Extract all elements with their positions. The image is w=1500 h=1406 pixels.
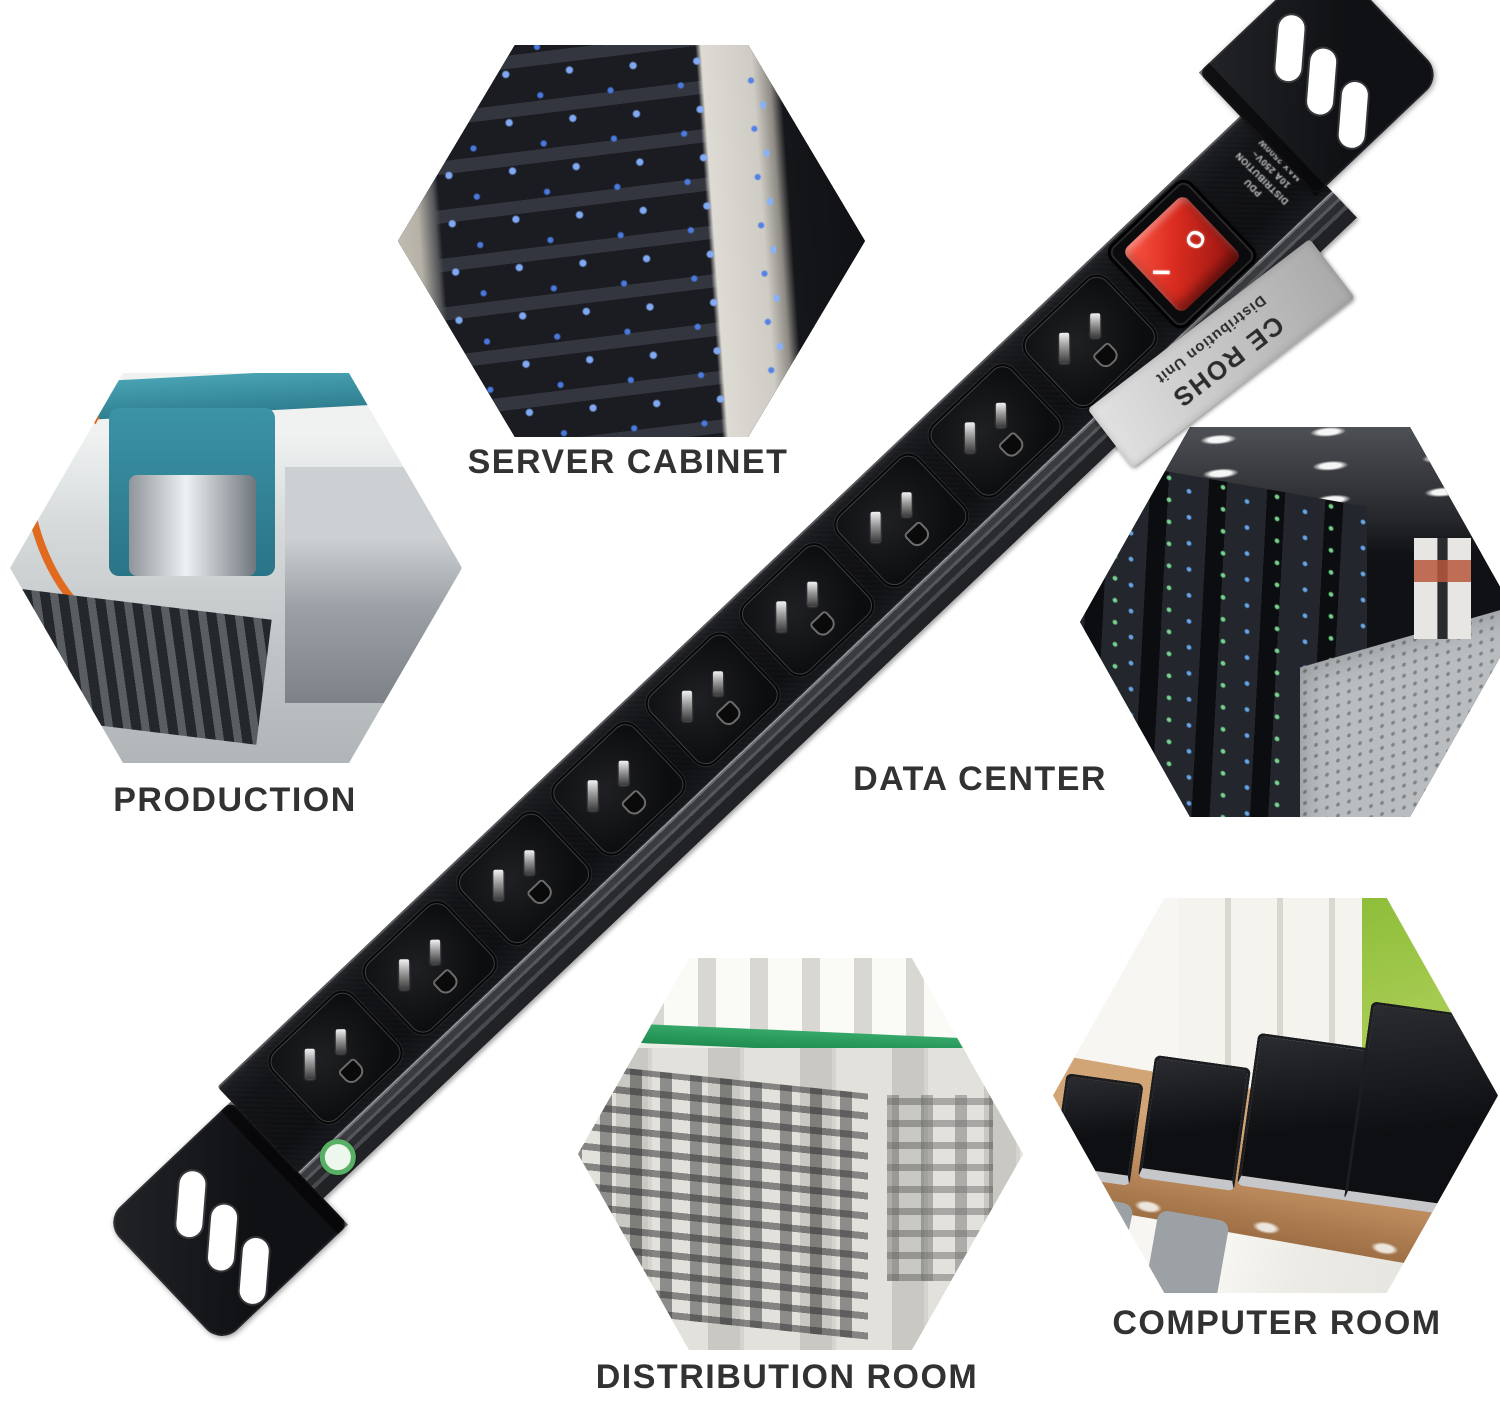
outlet-slot-neutral — [587, 780, 598, 811]
bracket-slot — [1337, 80, 1369, 149]
outlet-slot-hot — [995, 402, 1007, 427]
chair — [1055, 1192, 1135, 1289]
outlet-slot-hot — [618, 760, 629, 785]
outlet-ground-hole — [431, 967, 462, 998]
switch-on-mark: I — [1148, 268, 1176, 276]
outlet-slot-hot — [712, 671, 724, 696]
power-outlet — [544, 715, 693, 863]
caption-distribution-room: DISTRIBUTION ROOM — [595, 1358, 979, 1396]
outlet-slot-neutral — [304, 1048, 315, 1079]
caption-production: PRODUCTION — [113, 781, 357, 819]
outlet-ground-hole — [620, 788, 650, 819]
outlet-slot-neutral — [964, 422, 976, 453]
outlet-slot-neutral — [493, 869, 504, 900]
power-outlet — [356, 894, 504, 1042]
outlet-ground-hole — [525, 878, 556, 908]
bracket-slot — [1274, 14, 1306, 83]
outlet-slot-hot — [807, 581, 818, 606]
outlet-slot-neutral — [1059, 332, 1070, 363]
server-cabinet-photo — [398, 45, 865, 437]
caption-computer-room: COMPUTER ROOM — [1112, 1304, 1442, 1342]
chair — [1143, 1209, 1230, 1293]
bracket-slot — [1306, 47, 1338, 116]
outlet-slot-hot — [524, 850, 535, 875]
outlet-slot-neutral — [776, 601, 787, 632]
outlet-ground-hole — [337, 1057, 367, 1087]
outlet-ground-hole — [903, 520, 933, 550]
outlet-slot-neutral — [681, 690, 693, 721]
outlet-slot-hot — [335, 1029, 346, 1054]
outlet-ground-hole — [997, 430, 1028, 461]
outlet-slot-hot — [901, 492, 912, 517]
aisle-door — [1414, 537, 1472, 639]
production-photo — [10, 373, 462, 763]
outlet-slot-hot — [1090, 313, 1101, 338]
breaker-panels-right — [887, 1094, 993, 1281]
outlet-ground-hole — [714, 699, 745, 729]
power-outlet — [450, 804, 598, 952]
power-outlet — [921, 357, 1070, 505]
outlet-slot-neutral — [870, 511, 881, 542]
monitor — [1343, 1001, 1498, 1220]
power-outlet — [261, 983, 410, 1131]
monitor — [1053, 1073, 1145, 1186]
server-cabinet-photo-art — [398, 45, 865, 437]
computer-room-photo-art — [1053, 898, 1498, 1293]
computer-room-photo — [1053, 898, 1498, 1293]
caption-server-cabinet: SERVER CABINET — [467, 443, 789, 481]
power-outlet — [639, 626, 787, 773]
power-outlet — [827, 447, 975, 594]
conveyor — [10, 584, 272, 745]
outlet-slot-hot — [430, 939, 441, 964]
production-photo-art — [10, 373, 462, 763]
breaker-panels — [578, 1062, 868, 1339]
outlet-ground-hole — [1091, 341, 1122, 371]
power-outlet — [733, 536, 881, 684]
machine-frame — [284, 466, 461, 703]
switch-off-mark: O — [1180, 225, 1213, 254]
outlet-ground-hole — [808, 609, 839, 640]
monitor — [1137, 1055, 1252, 1192]
outlet-slot-neutral — [399, 959, 410, 990]
caption-data-center: DATA CENTER — [853, 760, 1107, 798]
distribution-room-photo — [578, 958, 1023, 1350]
machine-cylinder — [128, 475, 256, 577]
distribution-room-photo-art — [578, 958, 1023, 1350]
